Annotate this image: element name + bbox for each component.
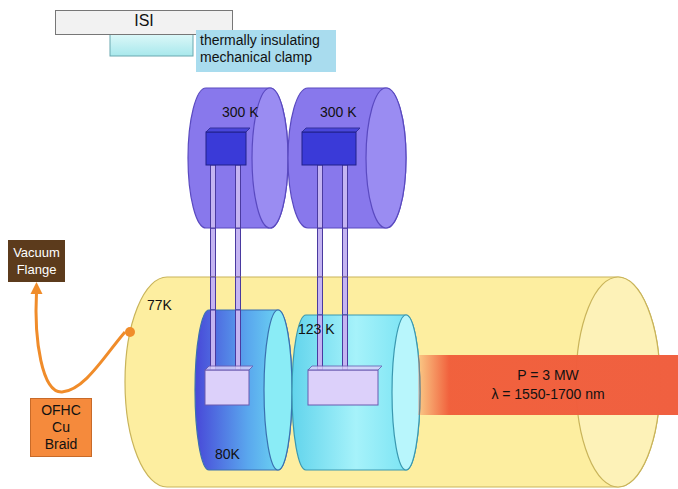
strut-segment — [236, 310, 241, 370]
mount-block — [205, 370, 249, 405]
support-strut — [236, 228, 241, 310]
node-label: Vacuum Flange — [8, 244, 65, 278]
cylinder-body — [292, 315, 420, 470]
cylinder-face — [366, 88, 406, 228]
node-label: 123 K — [298, 321, 335, 338]
strut-segment — [211, 277, 216, 310]
strut-segment — [343, 277, 348, 315]
cylinder-face — [392, 315, 420, 470]
warm-cylinder: 300 K — [288, 88, 406, 228]
support-strut — [211, 228, 216, 310]
node-label: thermally insulating mechanical clamp — [200, 32, 332, 66]
vacuum-flange: Vacuum Flange — [8, 240, 65, 282]
mount-block-top — [205, 366, 253, 370]
warm-cylinder: 300 K — [188, 88, 288, 228]
braid-clamp-dot — [125, 327, 135, 337]
cryo-shield-cylinder: 77K80K123 KP = 3 MWλ = 1550-1700 nm — [125, 277, 660, 487]
strut-segment — [343, 165, 348, 228]
laser-beam: P = 3 MW λ = 1550-1700 nm — [418, 355, 678, 415]
cylinder-body — [188, 88, 288, 228]
node-label: ISI — [56, 12, 232, 29]
mass-cylinder: 123 K — [292, 315, 420, 470]
strut-segment — [236, 165, 241, 228]
support-strut — [343, 228, 348, 315]
connector — [31, 282, 126, 392]
support-strut — [318, 228, 323, 315]
laser-beam-shape — [418, 355, 678, 415]
strut-segment — [318, 165, 323, 228]
node-label: 77K — [147, 297, 172, 314]
strut-segment — [211, 310, 216, 370]
node-label: 80K — [215, 446, 240, 463]
edge-label: OFHC Cu Braid — [36, 402, 86, 453]
strut-segment — [318, 277, 323, 315]
mount-block-top — [206, 128, 250, 132]
node-label: P = 3 MW — [418, 367, 678, 384]
copper-braid — [36, 292, 125, 392]
strut-segment — [236, 277, 241, 310]
mount-block — [308, 370, 378, 405]
mount-block-top — [308, 366, 382, 370]
clamp-label: thermally insulating mechanical clamp — [196, 30, 336, 72]
node-label: 300 K — [222, 104, 259, 121]
mount-block-top — [302, 128, 360, 132]
mass-cylinder-shape — [195, 310, 292, 470]
strut-segment — [211, 165, 216, 228]
cylinder-body — [288, 88, 406, 228]
cylinder-face — [264, 310, 292, 470]
mass-cylinder: 80K — [195, 310, 292, 470]
arrowhead — [31, 282, 43, 294]
node-label: 300 K — [320, 104, 357, 121]
mount-block — [302, 132, 356, 165]
beam-band — [418, 355, 678, 415]
mount-block — [206, 132, 246, 165]
node-label: λ = 1550-1700 nm — [418, 386, 678, 403]
mass-cylinder-shape — [292, 315, 420, 470]
strut-segment — [343, 315, 348, 370]
cylinder-body — [195, 310, 292, 470]
braid-label-box: OFHC Cu Braid — [30, 398, 92, 457]
